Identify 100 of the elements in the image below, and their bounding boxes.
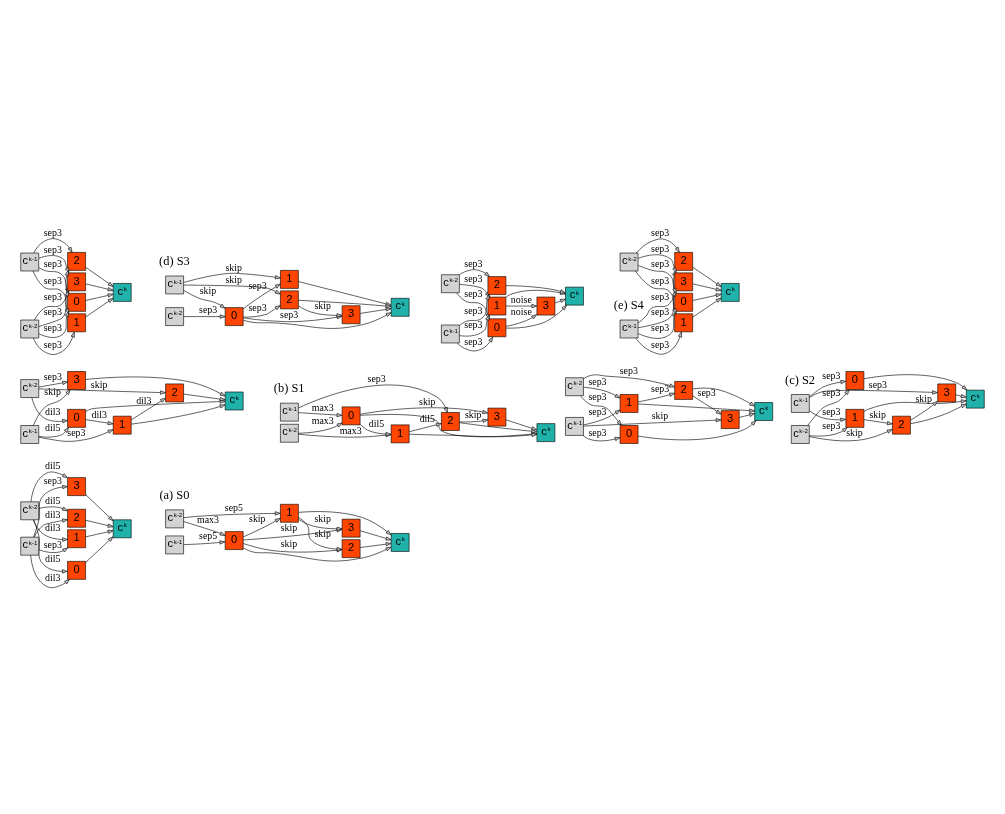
edge-label: max3 [311,414,334,426]
edge-label: sep3 [651,257,670,269]
arrow [183,314,226,319]
arrow [910,403,967,424]
arrow [38,506,68,511]
edge-label: sep3 [651,274,670,286]
node-box: c$^{k-1}$ [20,252,40,271]
edge-label: skip [44,385,61,397]
edge-label: sep3 [464,335,483,347]
arrow [739,412,755,418]
edge-label: dil3 [44,571,61,583]
node-box: c$^{k-2}$ [165,306,184,326]
arrow [583,417,722,426]
edge-label: sep3 [199,303,218,315]
node-box: c$^{k-1}$ [791,393,810,413]
edge-label: dil3 [91,408,107,420]
arrow [85,529,114,537]
arrow [85,399,226,412]
label: (a) S0 [159,487,190,502]
node-box: c$^{k-1}$ [165,275,184,294]
edge-label: dil3 [44,508,61,519]
edge-label: skip [249,512,266,524]
edge-label: skip [464,408,482,420]
arrow [505,313,537,327]
arrow [409,422,442,432]
arrow [582,434,621,441]
edge-label: max3 [339,424,362,436]
node-box: 2 [892,415,911,434]
edge-label: sep5 [199,529,218,541]
edge-label: max3 [196,513,219,525]
edge-label: sep3 [651,321,670,333]
arrow [183,520,226,536]
arrow [505,419,538,430]
arrow [692,283,722,291]
arrow [85,297,114,317]
label: (b) S1 [273,380,305,395]
arrow [809,389,938,398]
edge-label: max3 [311,401,334,413]
edge-label: sep3 [651,242,670,254]
node-box: 1 [674,313,693,332]
edge-label: skip [846,426,863,438]
edge-label: sep3 [588,375,607,387]
node-box: c$^{k}$ [565,286,584,305]
arrow [637,419,757,440]
arrow [85,418,114,425]
node-box: 3 [341,518,361,537]
arrow [33,519,68,573]
edge-label: skip [651,409,669,421]
node-box: 2 [341,538,361,558]
edge-label: dil5 [44,459,61,471]
arrow [298,299,392,308]
node-box: 3 [536,296,556,315]
node-box: 0 [67,408,86,428]
node-box: c$^{k-2}$ [791,424,810,444]
arrow [692,395,722,414]
node-box: 2 [67,508,86,528]
node-box: 3 [937,383,956,402]
edge-label: dil5 [419,412,436,424]
edge-label: sep3 [280,308,299,320]
edge-label: sep3 [43,321,62,333]
node-box: 1 [280,503,299,523]
edge-label: dil5 [44,421,61,433]
edge-label: sep3 [43,243,62,255]
arrow [85,292,114,301]
arrow [809,426,848,436]
arrow [85,266,114,287]
edge-label: sep3 [588,390,607,402]
edge-label: sep3 [651,338,670,350]
arrow [33,518,68,537]
edge-label: dil3 [44,521,61,533]
node-box: 3 [674,272,693,291]
arrow [863,373,968,390]
node-box: c$^{k-2}$ [565,376,584,396]
arrow [809,410,846,422]
edge-label: sep3 [464,304,483,316]
edge-label: sep3 [822,405,841,417]
edge-label: skip [314,512,332,524]
node-box: 1 [487,296,507,315]
node-box: c$^{k-1}$ [20,536,40,555]
node-box: 1 [619,393,639,413]
node-box: 0 [845,370,865,390]
arrow [38,388,166,395]
node-box: c$^{k-2}$ [280,423,299,443]
label: (c) S2 [785,372,816,387]
arrow [637,392,675,402]
arrow [38,547,68,553]
edge-label: sep3 [43,538,62,550]
node-box: c$^{k-2}$ [165,509,184,528]
edge-label: skip [199,284,217,296]
arrow [33,388,71,426]
arrow [459,268,490,277]
arrow [457,336,494,351]
arrow [183,393,226,401]
node-box: c$^{k-1}$ [280,402,299,421]
arrow [38,426,70,437]
arrow [30,471,68,502]
node-box: 1 [390,424,410,443]
node-box: 1 [67,313,86,332]
node-box: 0 [224,530,244,550]
edge-label: skip [225,273,242,285]
